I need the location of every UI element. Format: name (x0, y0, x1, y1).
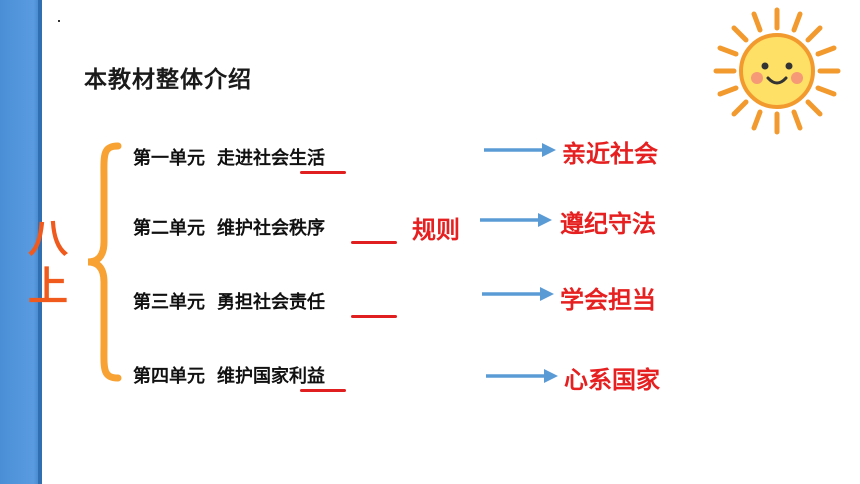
result-label: 学会担当 (560, 286, 656, 314)
unit-number: 第四单元 (133, 366, 205, 387)
unit-number: 第一单元 (133, 148, 205, 169)
sun-icon (713, 7, 841, 135)
decorative-dot (58, 20, 60, 22)
arrow-right-icon (484, 143, 556, 157)
left-decorative-bar (0, 0, 42, 484)
result-label: 亲近社会 (562, 140, 658, 168)
result-label: 遵纪守法 (560, 210, 656, 238)
unit-row-2: 第二单元维护社会秩序 (133, 214, 325, 240)
unit-name: 勇担社会责任 (217, 292, 325, 313)
unit-row-4: 第四单元维护国家利益 (133, 362, 325, 388)
grade-char-shang: 上 (28, 264, 68, 310)
arrow-right-icon (482, 287, 554, 301)
result-label: 心系国家 (564, 366, 660, 394)
underline-mark (300, 171, 346, 174)
keyword-rules: 规则 (412, 216, 460, 244)
unit-row-3: 第三单元勇担社会责任 (133, 288, 325, 314)
underline-mark (300, 389, 346, 392)
arrow-right-icon (480, 213, 552, 227)
unit-name: 维护社会秩序 (217, 218, 325, 239)
arrow-right-icon (486, 369, 558, 383)
unit-number: 第二单元 (133, 218, 205, 239)
underline-mark (351, 241, 397, 244)
underline-mark (351, 315, 397, 318)
slide-title: 本教材整体介绍 (84, 67, 252, 93)
unit-name: 维护国家利益 (217, 366, 325, 387)
grade-char-ba: 八 (28, 216, 68, 262)
curly-brace-icon (87, 142, 122, 382)
unit-name: 走进社会生活 (217, 148, 325, 169)
unit-row-1: 第一单元走进社会生活 (133, 144, 325, 170)
unit-number: 第三单元 (133, 292, 205, 313)
